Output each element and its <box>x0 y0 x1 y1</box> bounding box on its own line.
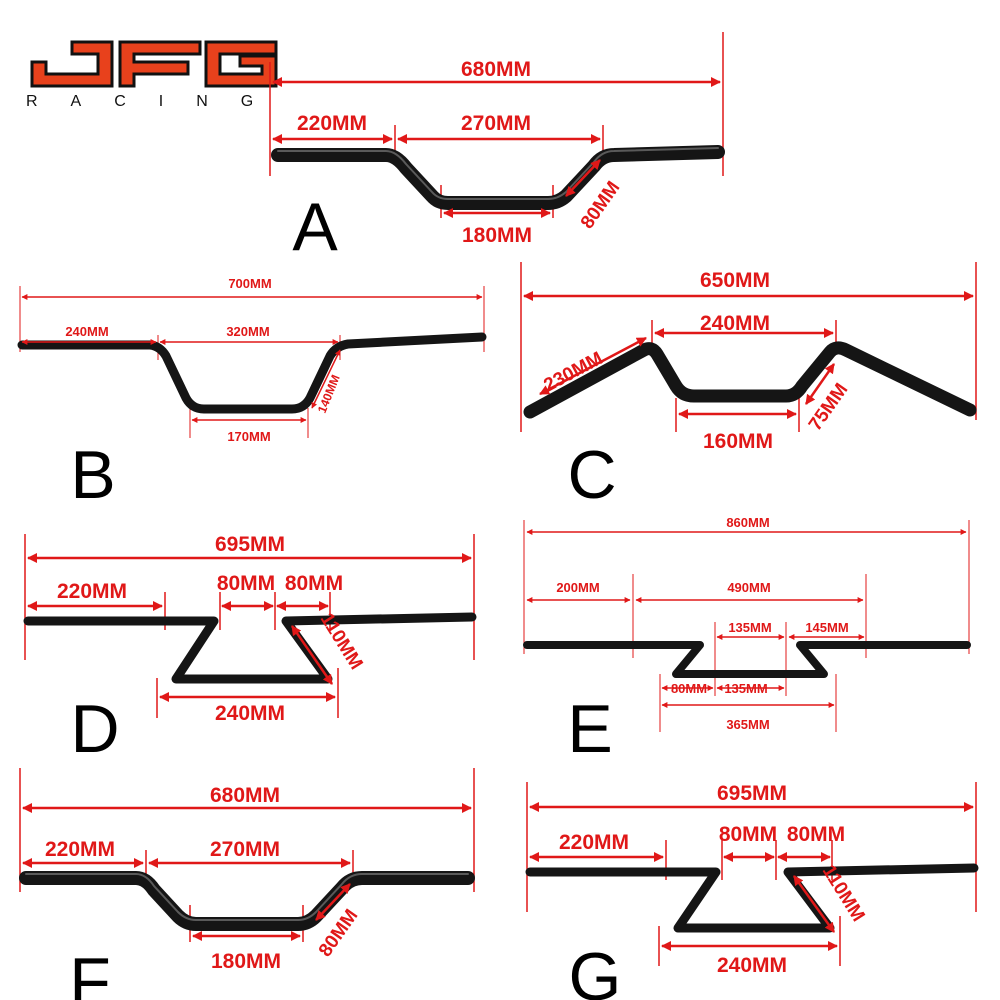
b-grip-label: 240MM <box>65 324 108 339</box>
jfg-racing-logo: RACING <box>26 40 286 110</box>
a-bottom-label: 180MM <box>462 224 532 247</box>
e-right-label: 145MM <box>805 620 848 635</box>
b-bottom-label: 170MM <box>227 429 270 444</box>
handlebar-a: 680MM 220MM 270MM 180MM 80MM A <box>269 32 725 265</box>
e-total-label: 860MM <box>726 515 769 530</box>
b-rise-span-label: 320MM <box>226 324 269 339</box>
e-panel-letter: E <box>567 691 612 767</box>
g-panel-letter: G <box>569 939 622 1000</box>
logo-letter-f <box>118 40 202 88</box>
d-bottom-label: 240MM <box>215 702 285 725</box>
f-grip-label: 220MM <box>45 838 115 861</box>
g-gap-left-label: 80MM <box>719 823 777 846</box>
handlebar-b: 700MM 240MM 320MM 170MM 140MM B <box>17 276 487 513</box>
a-rise-span-label: 270MM <box>461 112 531 135</box>
handlebar-d: 695MM 220MM 80MM 80MM 110MM 240MM D <box>23 533 477 767</box>
f-total-label: 680MM <box>210 784 280 807</box>
e-center-label: 490MM <box>727 580 770 595</box>
logo-letter-j <box>30 40 114 88</box>
d-panel-letter: D <box>70 691 119 767</box>
e-inner-top-label: 135MM <box>728 620 771 635</box>
g-total-label: 695MM <box>717 782 787 805</box>
handlebar-e: 860MM 200MM 490MM 135MM 145MM 80MM 135MM… <box>523 515 971 767</box>
a-total-label: 680MM <box>461 58 531 81</box>
f-rise-span-label: 270MM <box>210 838 280 861</box>
d-gap-left-label: 80MM <box>217 572 275 595</box>
b-total-label: 700MM <box>228 276 271 291</box>
c-rise-label: 75MM <box>805 380 852 435</box>
f-panel-letter: F <box>69 944 111 1000</box>
handlebar-c: 650MM 230MM 240MM 160MM 75MM C <box>520 262 977 513</box>
e-grip-label: 200MM <box>556 580 599 595</box>
logo-letter-g <box>204 40 278 88</box>
logo-subtitle: RACING <box>26 93 286 110</box>
d-grip-label: 220MM <box>57 580 127 603</box>
c-total-label: 650MM <box>700 269 770 292</box>
g-grip-label: 220MM <box>559 831 629 854</box>
c-rise-span-label: 240MM <box>700 312 770 335</box>
e-drop-offset-label: 80MM <box>671 681 707 696</box>
c-bottom-label: 160MM <box>703 430 773 453</box>
d-gap-right-label: 80MM <box>285 572 343 595</box>
d-total-label: 695MM <box>215 533 285 556</box>
a-panel-letter: A <box>292 189 338 265</box>
g-gap-right-label: 80MM <box>787 823 845 846</box>
handlebar-f: 680MM 220MM 270MM 180MM 80MM F <box>19 768 475 1000</box>
f-bottom-label: 180MM <box>211 950 281 973</box>
c-panel-letter: C <box>567 437 616 513</box>
b-panel-letter: B <box>70 437 115 513</box>
handlebar-g: 695MM 220MM 80MM 80MM 110MM 240MM G <box>525 782 979 1000</box>
a-grip-label: 220MM <box>297 112 367 135</box>
e-bottom-label: 365MM <box>726 717 769 732</box>
e-inner-bottom-label: 135MM <box>724 681 767 696</box>
g-bottom-label: 240MM <box>717 954 787 977</box>
